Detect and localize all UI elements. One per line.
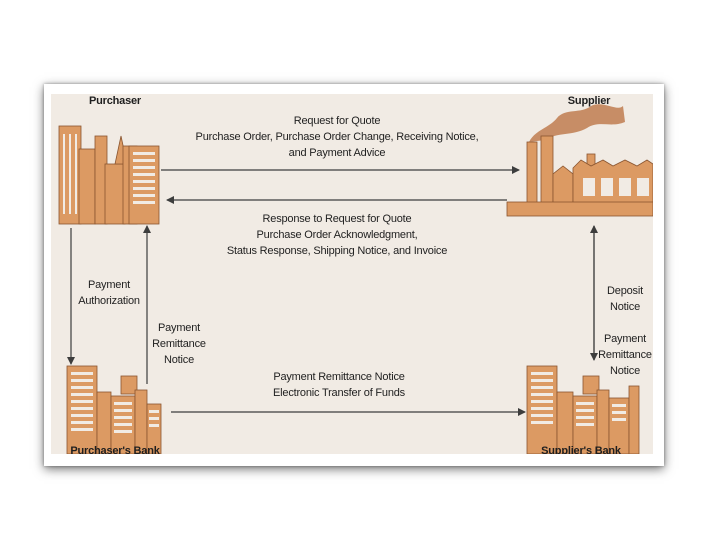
supplier-label: Supplier (567, 95, 611, 107)
request-for-quote-text: Request for Quote (293, 115, 381, 127)
diagram-graphics (58, 104, 653, 454)
deposit-notice-line1: Deposit (607, 285, 643, 297)
purchaser-city-icon (58, 125, 160, 225)
purchasers-bank-icon (66, 365, 162, 454)
purchase-order-text: Purchase Order, Purchase Order Change, R… (195, 131, 479, 143)
suppliers-bank-icon (526, 365, 640, 454)
remittance-left-line3: Notice (164, 354, 194, 366)
payment-authorization-line1: Payment (87, 279, 131, 291)
response-text: Response to Request for Quote (262, 213, 412, 225)
remittance-right-line3: Notice (610, 365, 640, 377)
payment-authorization-line2: Authorization (78, 295, 140, 307)
remittance-left-line2: Remittance (152, 338, 206, 350)
edi-flow-diagram: Purchaser Supplier Purchaser's Bank Supp… (51, 94, 653, 454)
remittance-left-line1: Payment (157, 322, 201, 334)
suppliers-bank-label: Supplier's Bank (541, 445, 621, 454)
remittance-right-line1: Payment (603, 333, 647, 345)
po-acknowledgment-text: Purchase Order Acknowledgment, (256, 229, 418, 241)
payment-advice-text: and Payment Advice (288, 147, 386, 159)
electronic-transfer-text: Electronic Transfer of Funds (273, 387, 405, 399)
bottom-remittance-text: Payment Remittance Notice (273, 371, 405, 383)
status-response-text: Status Response, Shipping Notice, and In… (226, 245, 448, 257)
purchasers-bank-label: Purchaser's Bank (70, 445, 160, 454)
purchaser-label: Purchaser (88, 95, 142, 107)
deposit-notice-line2: Notice (610, 301, 640, 313)
supplier-factory-icon (506, 104, 653, 217)
remittance-right-line2: Remittance (598, 349, 652, 361)
